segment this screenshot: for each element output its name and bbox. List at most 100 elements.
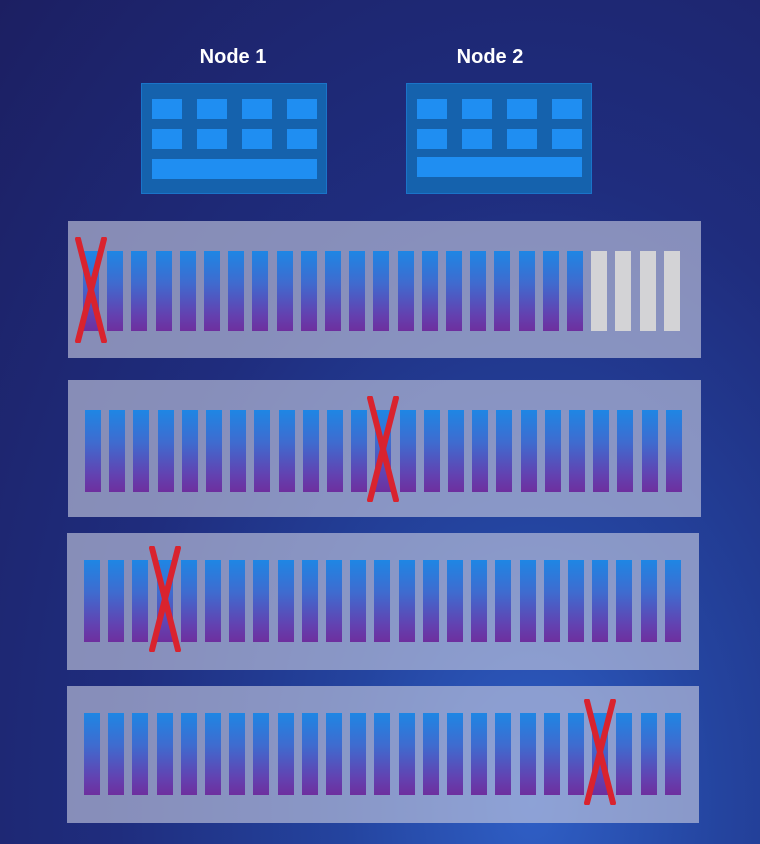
storage-slot	[230, 410, 247, 492]
cpu-chip	[152, 99, 182, 119]
storage-slot	[133, 410, 150, 492]
storage-slot	[155, 251, 172, 331]
storage-bar	[417, 157, 582, 177]
storage-slot	[254, 410, 271, 492]
storage-slot	[664, 560, 681, 642]
empty-storage-slot	[615, 251, 632, 331]
storage-slot	[447, 560, 463, 642]
storage-slot	[108, 560, 125, 642]
storage-rack-4	[67, 686, 699, 823]
cpu-chip	[242, 129, 272, 149]
storage-slot	[447, 713, 463, 795]
storage-slot	[132, 713, 149, 795]
storage-slot	[518, 251, 535, 331]
storage-slot	[326, 713, 342, 795]
storage-rack-1	[68, 221, 701, 358]
empty-storage-slot	[639, 251, 656, 331]
storage-slot	[373, 251, 390, 331]
storage-slot	[422, 560, 439, 642]
cpu-chip	[287, 129, 317, 149]
storage-slot	[422, 713, 439, 795]
empty-storage-slot	[663, 251, 680, 331]
empty-storage-slot	[591, 251, 608, 331]
storage-rack-3	[67, 533, 699, 670]
storage-slot	[471, 713, 488, 795]
storage-slot	[156, 713, 173, 795]
storage-slot	[446, 251, 462, 331]
storage-slot	[180, 713, 197, 795]
storage-slot	[617, 410, 634, 492]
failed-disk-x-icon	[367, 396, 400, 502]
storage-slot	[253, 560, 270, 642]
storage-slot	[107, 251, 124, 331]
storage-slot	[350, 713, 367, 795]
storage-slot	[325, 251, 341, 331]
storage-slot	[131, 251, 148, 331]
storage-slot	[108, 713, 125, 795]
storage-slot	[519, 560, 536, 642]
storage-slot	[470, 251, 487, 331]
storage-slot	[567, 251, 583, 331]
storage-slot	[568, 560, 584, 642]
cpu-chip	[152, 129, 182, 149]
storage-slot	[252, 251, 269, 331]
storage-slot	[301, 560, 318, 642]
node-1-server	[141, 83, 327, 194]
storage-slot	[276, 251, 293, 331]
storage-slot	[301, 713, 318, 795]
storage-slot	[640, 713, 657, 795]
storage-slot	[665, 410, 682, 492]
node-2-label: Node 2	[456, 46, 524, 68]
storage-slot	[448, 410, 464, 492]
storage-slot	[229, 560, 246, 642]
storage-slot	[543, 560, 560, 642]
node-2-server	[406, 83, 592, 194]
storage-slot	[544, 410, 561, 492]
storage-slot	[206, 410, 222, 492]
failed-disk-x-icon	[148, 546, 181, 652]
storage-slot	[85, 410, 101, 492]
cpu-chip	[287, 99, 317, 119]
storage-slot	[520, 410, 537, 492]
storage-slot	[205, 560, 221, 642]
cpu-chip	[197, 129, 227, 149]
storage-slot	[496, 410, 513, 492]
storage-slot	[351, 410, 368, 492]
storage-slot	[278, 410, 295, 492]
cpu-chip	[417, 99, 447, 119]
cpu-chip	[507, 99, 537, 119]
storage-slot	[397, 251, 414, 331]
storage-slot	[593, 410, 610, 492]
failed-disk-x-icon	[584, 699, 617, 805]
storage-slot	[132, 560, 149, 642]
storage-slot	[569, 410, 585, 492]
storage-slot	[157, 410, 174, 492]
storage-slot	[423, 410, 440, 492]
storage-slot	[399, 410, 416, 492]
storage-bar	[152, 159, 317, 179]
storage-slot	[326, 560, 342, 642]
node-1-label: Node 1	[199, 46, 267, 68]
storage-slot	[300, 251, 317, 331]
cpu-chip	[462, 129, 492, 149]
storage-slot	[616, 560, 633, 642]
storage-slot	[253, 713, 270, 795]
storage-slot	[277, 560, 294, 642]
storage-slot	[472, 410, 489, 492]
cpu-chip	[417, 129, 447, 149]
storage-slot	[179, 251, 196, 331]
storage-slot	[495, 713, 512, 795]
cpu-chip	[507, 129, 537, 149]
storage-slot	[640, 560, 657, 642]
storage-slot	[398, 713, 415, 795]
storage-slot	[398, 560, 415, 642]
storage-slot	[421, 251, 438, 331]
storage-slot	[542, 251, 559, 331]
storage-slot	[205, 713, 221, 795]
storage-slot	[84, 713, 100, 795]
storage-slot	[641, 410, 658, 492]
storage-slot	[664, 713, 681, 795]
storage-slot	[374, 560, 391, 642]
storage-slot	[494, 251, 511, 331]
storage-slot	[349, 251, 366, 331]
